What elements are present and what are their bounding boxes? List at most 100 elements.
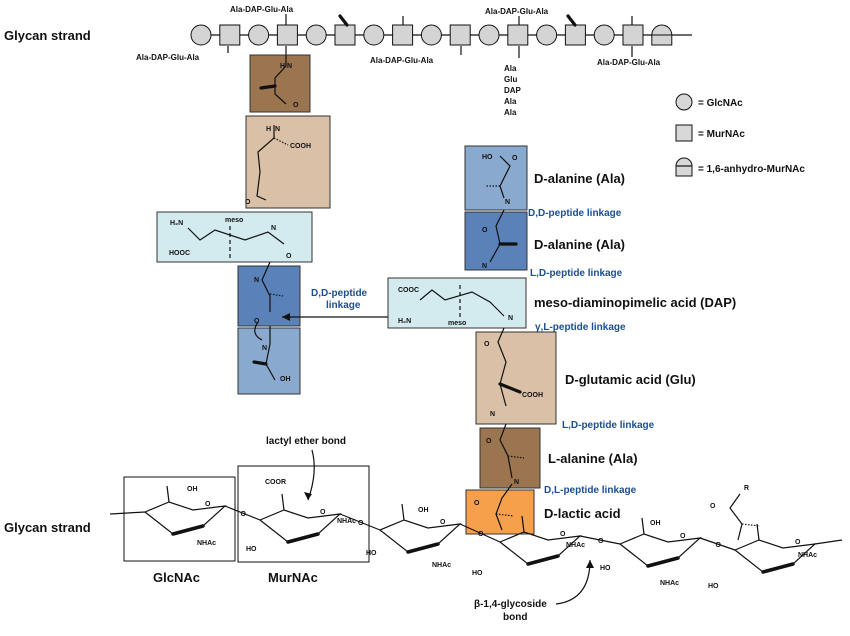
left-dala2-arrow — [254, 321, 263, 341]
left-dap-meso: meso — [225, 217, 243, 224]
glycoside-arrow — [555, 559, 591, 605]
ring2-nhac: NHAc — [337, 518, 356, 525]
crosslink-arrowhead — [282, 313, 290, 321]
right-lala-o: O — [486, 438, 492, 445]
glycosidic-bond — [699, 537, 736, 551]
glycan-top-sugars — [190, 24, 673, 46]
right-glu-bonds — [497, 327, 507, 407]
left-dala1-dash — [269, 293, 284, 297]
ring5-oh: OH — [650, 520, 661, 527]
left-dala1-bonds — [261, 261, 271, 312]
right-dap-n: N — [508, 315, 513, 322]
left-glu-o: O — [245, 199, 251, 206]
left-dala1-o: O — [254, 318, 260, 325]
left-dap-o: O — [286, 253, 292, 260]
lactyl-arrow — [307, 449, 315, 501]
left-dala2-n: N — [262, 345, 267, 352]
glycosidic-oxygen-label: O — [598, 538, 604, 545]
crosslink-label-2: linkage — [326, 300, 361, 311]
glcnac-sugar — [478, 24, 500, 46]
right-dala1-o: O — [512, 155, 518, 162]
ring2-coor: COOR — [265, 479, 286, 486]
left-glu-dash — [273, 137, 289, 146]
ring-oxygen-label: O — [205, 501, 211, 508]
glycan-strand-label-top: Glycan strand — [4, 28, 91, 43]
glycosidic-bond — [224, 505, 261, 521]
ring-substituent-bond — [521, 515, 525, 533]
glycosidic-oxygen-label: O — [358, 520, 364, 527]
ring4-nhac: NHAc — [566, 542, 585, 549]
right-glu-n: N — [490, 411, 495, 418]
murnac-sugar — [449, 24, 471, 46]
left-dap-bonds — [187, 227, 285, 245]
label-gamma-linkage: γ,L-peptide linkage — [535, 322, 626, 333]
ring1-oh: OH — [187, 486, 198, 493]
left-ala-n: N — [287, 63, 292, 70]
peptide-label-above-1: Ala-DAP-Glu-Ala — [230, 5, 294, 14]
left-glu-bonds — [256, 125, 275, 201]
stem-residue-label: Ala — [504, 108, 517, 117]
ring6-acyl-bonds — [729, 493, 743, 541]
ring-oxygen-label: O — [795, 539, 801, 546]
ring3-oh: OH — [418, 507, 429, 514]
label-ld-linkage-1: L,D-peptide linkage — [530, 268, 623, 279]
murnac-sugar — [564, 24, 586, 46]
peptide-label-below-2: Ala-DAP-Glu-Ala — [370, 56, 434, 65]
legend-murnac-icon — [675, 124, 693, 142]
peptide-label-below-1: Ala-DAP-Glu-Ala — [136, 53, 200, 62]
glcnac-sugar — [593, 24, 615, 46]
left-ala-box — [249, 54, 311, 113]
left-glu-h: H — [266, 126, 271, 133]
right-dala1-box — [464, 145, 528, 211]
legend-glcnac-icon — [675, 93, 693, 111]
chain-start-bond — [109, 511, 146, 515]
ring6-ho: HO — [708, 583, 719, 590]
legend-anhydro-text: = 1,6-anhydro-MurNAc — [698, 164, 805, 175]
right-lala-bonds — [499, 423, 513, 479]
ring-front-edge — [171, 524, 205, 536]
left-dala2-oh: OH — [280, 376, 291, 383]
glycosidic-oxygen-label: O — [478, 531, 484, 538]
left-dap-n: N — [271, 225, 276, 232]
glycosidic-bond — [459, 523, 501, 543]
murnac-sugar — [392, 24, 414, 46]
lactyl-label: lactyl ether bond — [266, 436, 346, 447]
ring-front-edge — [646, 556, 680, 568]
right-glu-cooh: COOH — [522, 392, 543, 399]
glycoside-arrowhead — [586, 560, 594, 568]
ring-oxygen-label: O — [320, 509, 326, 516]
glycosidic-bond — [339, 513, 381, 531]
peptide-label-above-2: Ala-DAP-Glu-Ala — [485, 7, 549, 16]
label-ld-linkage-2: L,D-peptide linkage — [562, 420, 655, 431]
ring-front-edge — [406, 542, 440, 554]
right-dap-bonds — [419, 289, 505, 317]
glcnac-sugar — [420, 24, 442, 46]
ring-oxygen-label: O — [680, 533, 686, 540]
legend-anhydro-icon — [675, 157, 693, 177]
right-glu-box — [475, 331, 557, 425]
ring-oxygen-label: O — [560, 531, 566, 538]
crosslink-label-1: D,D-peptide — [311, 288, 368, 299]
stub-wedge-2 — [566, 14, 577, 27]
label-dap: meso-diaminopimelic acid (DAP) — [534, 295, 736, 310]
label-d-alanine-2: D-alanine (Ala) — [534, 237, 625, 252]
stem-residue-label: Glu — [504, 75, 517, 84]
ring3-nhac: NHAc — [432, 562, 451, 569]
legend-glcnac-text: = GlcNAc — [698, 98, 743, 109]
stem-residue-label: Ala — [504, 97, 517, 106]
label-dd-linkage: D,D-peptide linkage — [528, 208, 622, 219]
right-dap-cooc: COOC — [398, 287, 419, 294]
lactic-box — [465, 489, 535, 535]
murnac-sugar — [507, 24, 529, 46]
left-ala-o: O — [293, 102, 299, 109]
ring-substituent-bond — [756, 523, 760, 541]
lactyl-arrowhead — [304, 492, 312, 500]
ring4-ho: HO — [472, 570, 483, 577]
right-dala2-n: N — [482, 263, 487, 270]
right-lala-dash — [507, 455, 525, 459]
right-dala1-n: N — [505, 199, 510, 206]
stub-wedge-1 — [338, 14, 349, 27]
right-dala1-ho: HO — [482, 154, 493, 161]
